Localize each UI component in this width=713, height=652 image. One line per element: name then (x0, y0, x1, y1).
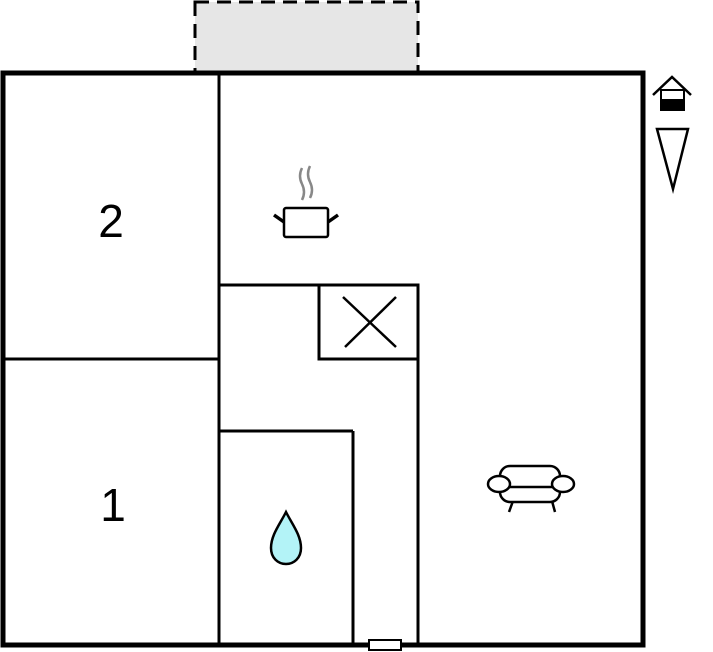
cooking-pot-icon (272, 165, 340, 239)
water-drop-icon (269, 509, 303, 566)
house-entrance-icon (652, 75, 692, 111)
room-label-2: 2 (98, 195, 124, 247)
chimney-x-icon (342, 296, 397, 348)
interior-walls (3, 73, 420, 645)
north-arrow-icon (655, 127, 690, 194)
sofa-icon (486, 464, 576, 513)
room-label-1: 1 (100, 479, 126, 531)
entrance-door (368, 639, 402, 651)
terrace-area (193, 0, 420, 74)
